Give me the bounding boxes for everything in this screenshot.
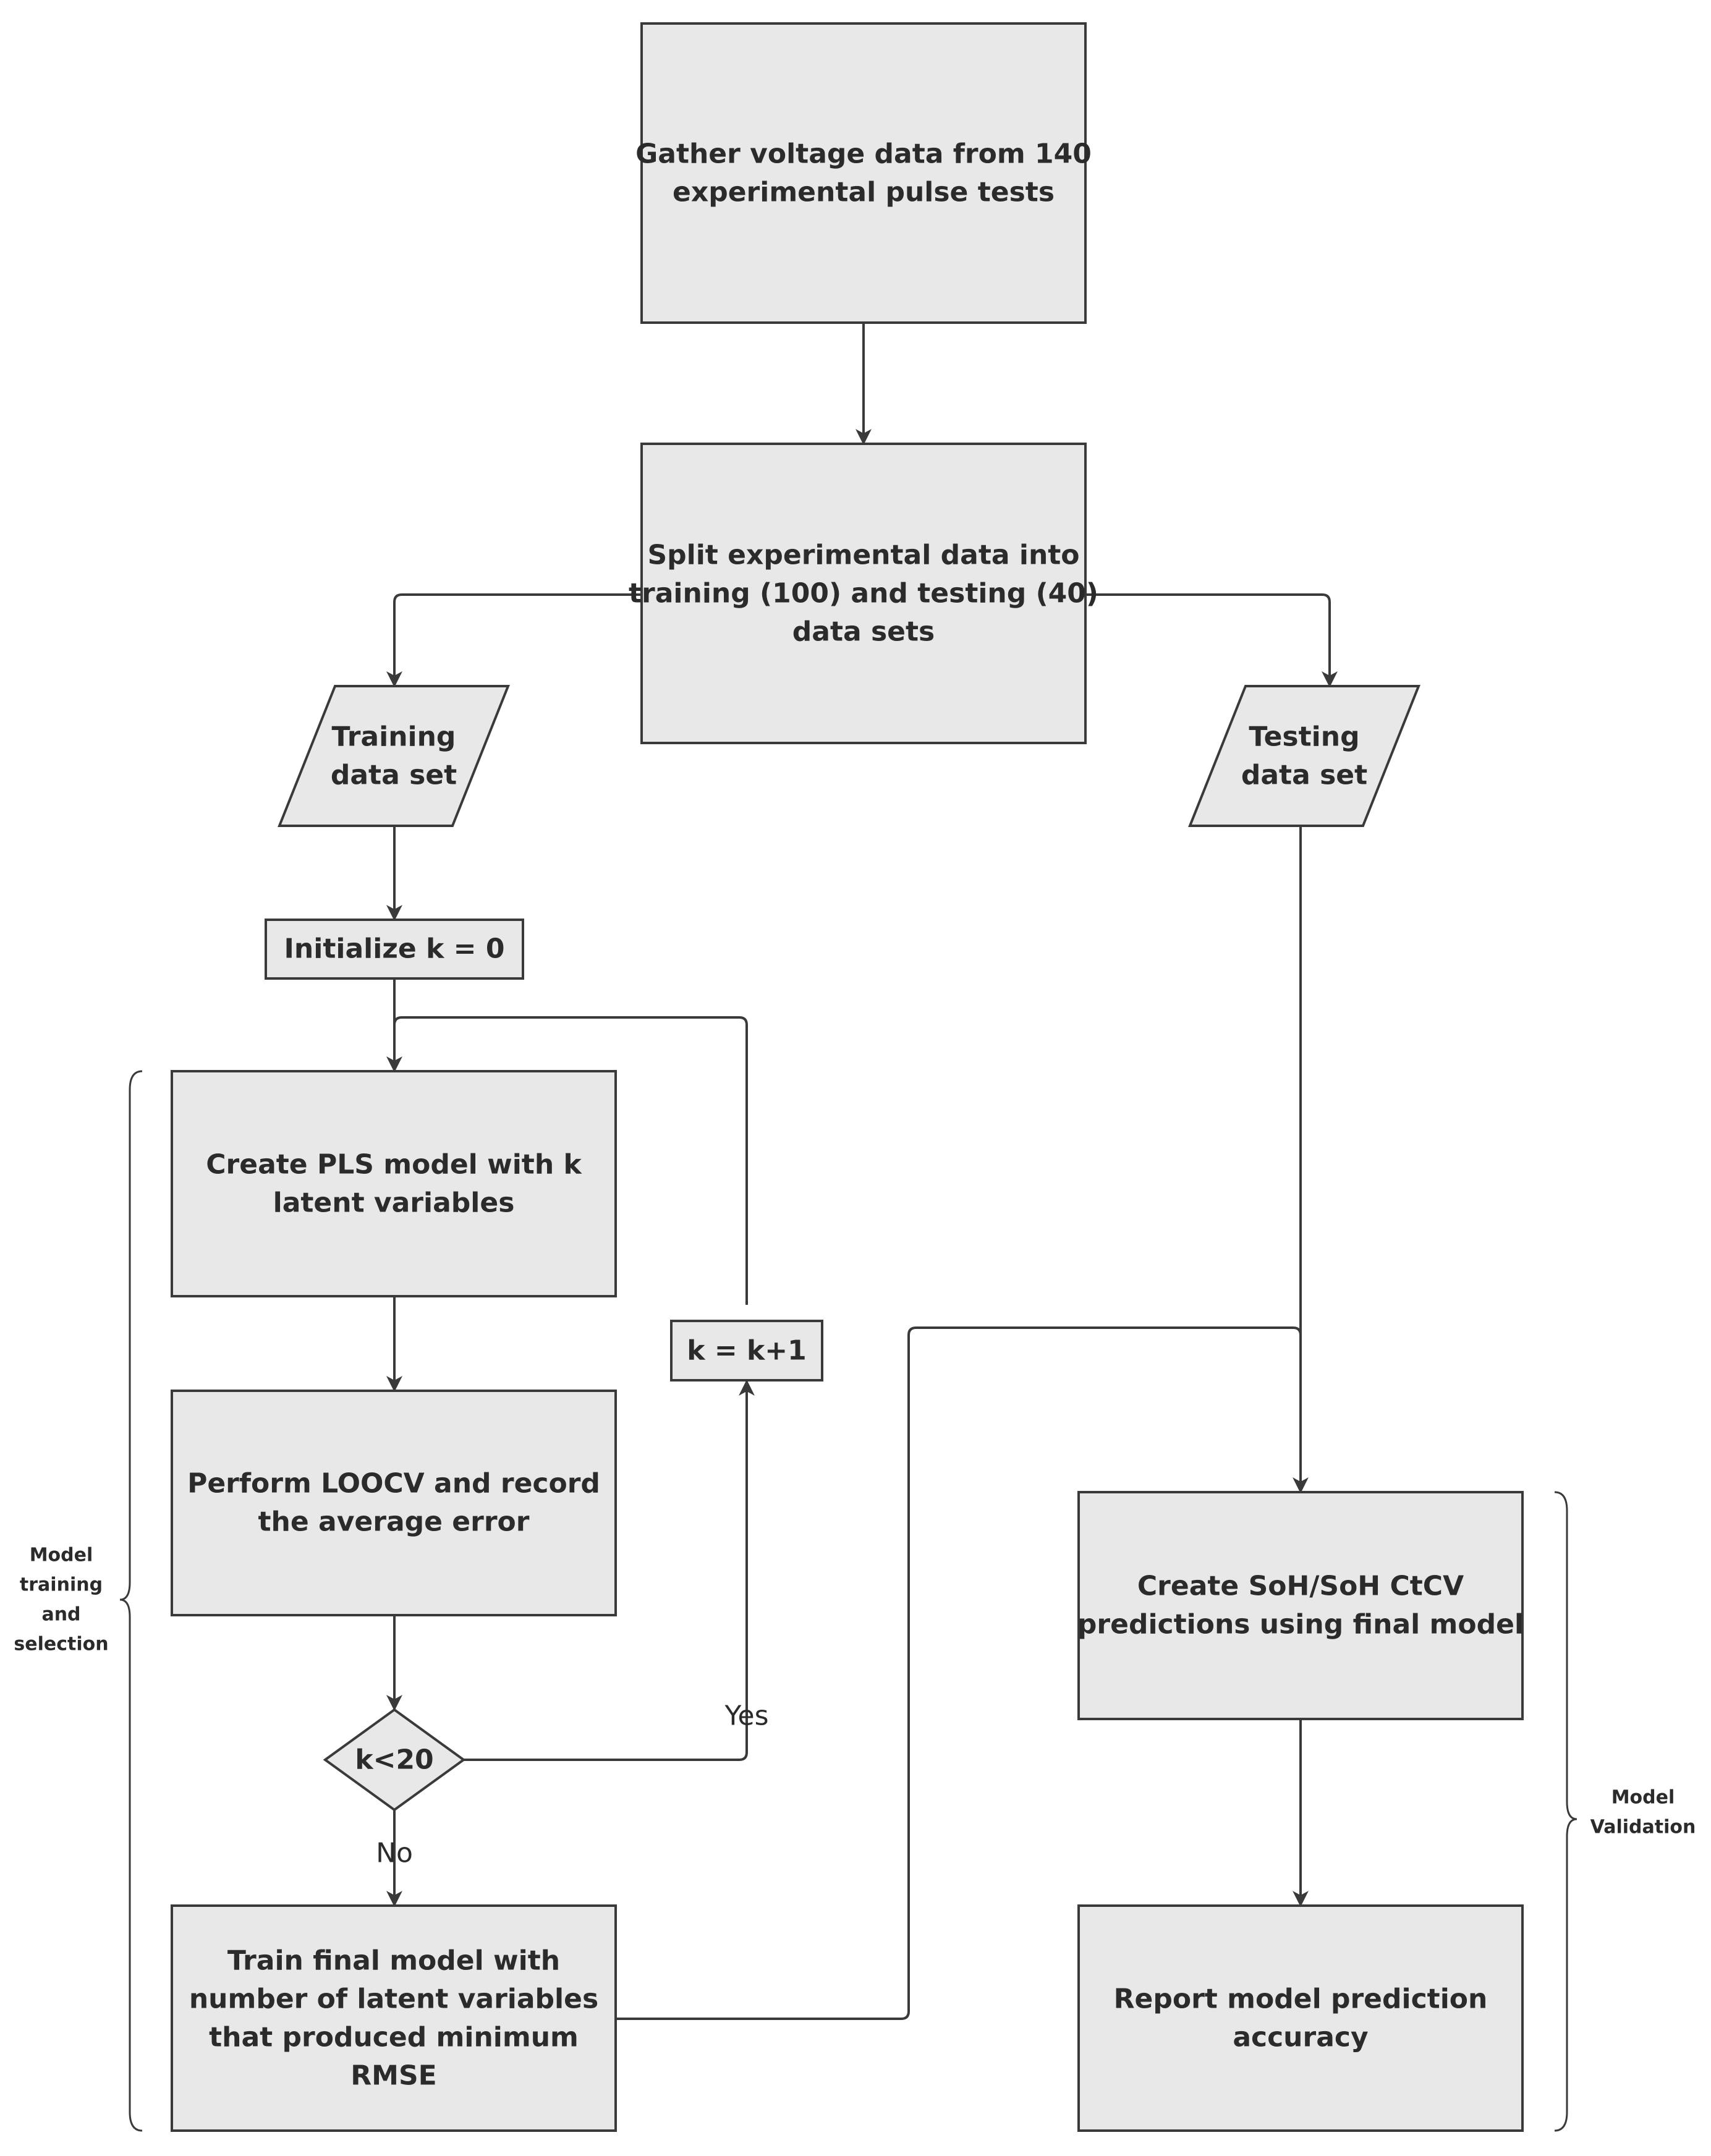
decision-k-lt-20 [323, 1708, 466, 1812]
label-train-final-line-2: number of latent variables [189, 1984, 598, 2015]
label-loocv-line-1: Perform LOOCV and record [187, 1468, 600, 1500]
brace-model-training [119, 1070, 143, 2132]
label-testing-set-line-1: Testing [1249, 721, 1359, 753]
edge-labels: Yes No [376, 1700, 768, 1869]
node-labels: Gather voltage data from 140 experimental… [187, 138, 1524, 2092]
label-loocv: Perform LOOCV and record the average erro… [187, 1468, 600, 1538]
label-training-set-line-1: Training [332, 721, 456, 753]
edge-label-no-line-1: No [376, 1838, 413, 1869]
label-initialize: Initialize k = 0 [284, 933, 505, 965]
label-create-pls-line-1: Create PLS model with k [206, 1149, 582, 1181]
label-initialize-line-1: Initialize k = 0 [284, 933, 505, 965]
io-training-data-set [278, 685, 510, 827]
label-loocv-line-2: the average error [258, 1506, 530, 1538]
edge-label-yes: Yes [724, 1700, 768, 1732]
brace-model-validation [1554, 1491, 1577, 2132]
label-split-line-1: Split experimental data into [647, 540, 1079, 571]
label-gather-line-1: Gather voltage data from 140 [635, 138, 1092, 170]
label-report: Report model prediction accuracy [1114, 1984, 1488, 2053]
label-train-final-line-4: RMSE [350, 2060, 436, 2092]
arrow-split-to-training [386, 593, 642, 687]
process-increment-k [670, 1320, 823, 1381]
process-split-data [640, 443, 1087, 744]
process-report-accuracy [1077, 1904, 1524, 2132]
label-predict-line-1: Create SoH/SoH CtCV [1137, 1571, 1464, 1602]
label-training-set-line-2: data set [331, 760, 457, 791]
label-predict-line-2: predictions using final model [1077, 1609, 1524, 1640]
process-create-predictions [1077, 1491, 1524, 1720]
label-train-final: Train final model with number of latent v… [189, 1945, 598, 2092]
group-label-validation-line-2: Validation [1590, 1817, 1696, 1838]
label-create-pls-line-2: latent variables [273, 1187, 515, 1219]
io-testing-data-set [1188, 685, 1420, 827]
process-gather-data [640, 22, 1087, 324]
arrow-split-to-testing [1085, 593, 1338, 687]
group-braces [119, 1070, 1577, 2132]
label-testing-set: Testing data set [1241, 721, 1367, 791]
label-gather: Gather voltage data from 140 experimental… [635, 138, 1092, 208]
group-label-training-line-3: and [41, 1604, 80, 1626]
group-label-training-line-1: Model [30, 1545, 93, 1566]
label-split-line-2: training (100) and testing (40) [629, 578, 1098, 609]
label-decision: k<20 [355, 1744, 433, 1776]
edge-label-no: No [376, 1838, 413, 1869]
label-train-final-line-3: that produced minimum [209, 2022, 579, 2053]
connectors [386, 323, 1338, 2020]
label-report-line-1: Report model prediction [1114, 1984, 1488, 2015]
group-label-training: Model training and selection [14, 1545, 108, 1655]
group-label-validation-line-1: Model [1611, 1787, 1675, 1809]
label-increment-line-1: k = k+1 [687, 1335, 807, 1367]
label-create-pls: Create PLS model with k latent variables [206, 1149, 582, 1219]
loop-increment-to-create [393, 1016, 748, 1305]
arrow-decision-yes-to-increment [464, 1380, 755, 1761]
group-label-training-line-2: training [20, 1574, 103, 1596]
label-increment: k = k+1 [687, 1335, 807, 1367]
label-predict: Create SoH/SoH CtCV predictions using fin… [1077, 1571, 1524, 1640]
edge-label-yes-line-1: Yes [724, 1700, 768, 1732]
label-gather-line-2: experimental pulse tests [673, 177, 1055, 208]
nodes [171, 22, 1524, 2132]
label-training-set: Training data set [331, 721, 457, 791]
label-split: Split experimental data into training (10… [629, 540, 1098, 648]
label-report-line-2: accuracy [1233, 2022, 1368, 2053]
process-loocv [171, 1390, 617, 1616]
label-train-final-line-1: Train final model with [227, 1945, 560, 1977]
label-split-line-3: data sets [792, 616, 935, 648]
process-initialize-k [265, 919, 524, 980]
label-testing-set-line-2: data set [1241, 760, 1367, 791]
group-label-training-line-4: selection [14, 1634, 108, 1655]
arrow-train-final-to-predict [616, 1326, 1302, 2020]
label-decision-line-1: k<20 [355, 1744, 433, 1776]
process-create-pls [171, 1070, 617, 1297]
process-train-final [171, 1904, 617, 2132]
